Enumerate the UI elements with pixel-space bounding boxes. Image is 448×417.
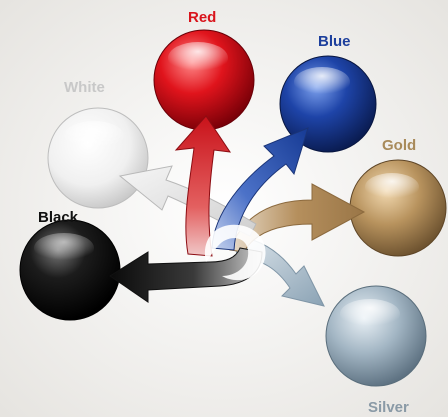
label-white: White: [64, 80, 105, 95]
label-gold: Gold: [382, 138, 416, 153]
label-blue: Blue: [318, 34, 351, 49]
sphere-gold: [350, 160, 446, 256]
sphere-red: [154, 30, 254, 130]
label-black: Black: [38, 210, 78, 225]
sphere-silver: [326, 286, 426, 386]
label-red: Red: [188, 10, 216, 25]
label-silver: Silver: [368, 400, 409, 415]
sphere-black: [20, 220, 120, 320]
sphere-white: [48, 108, 148, 208]
